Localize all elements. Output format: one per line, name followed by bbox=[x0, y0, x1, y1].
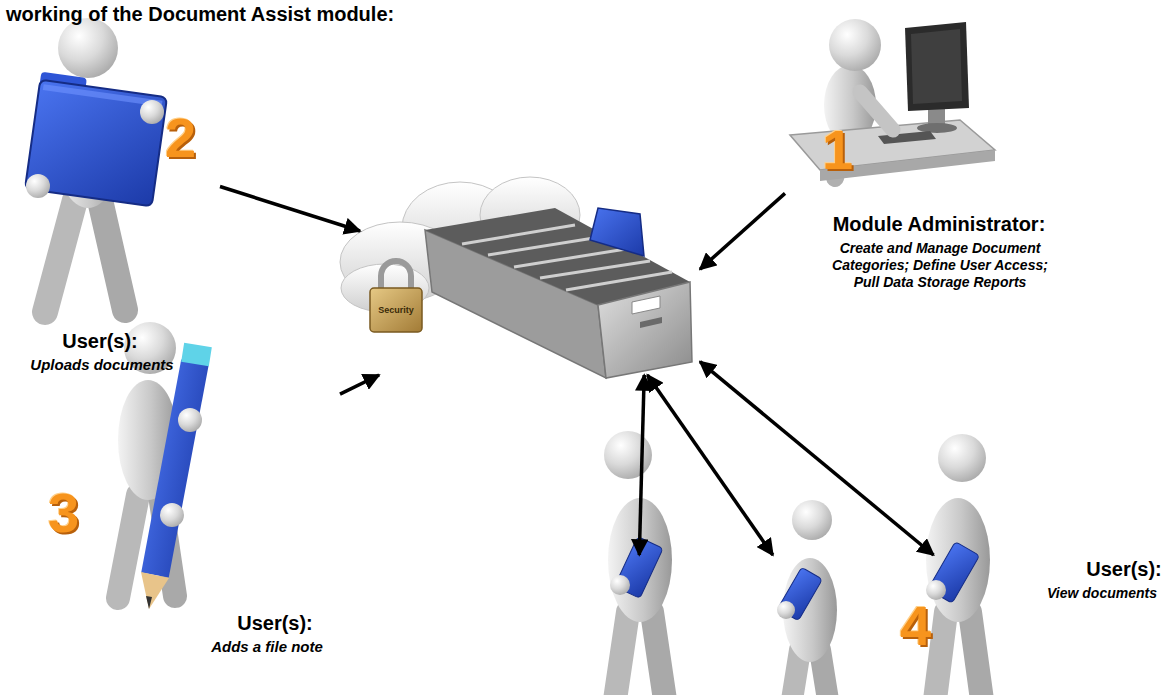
administrator-node: 1Module Administrator: Create and Manage … bbox=[785, 15, 1055, 325]
text-slot: Security bbox=[372, 305, 420, 315]
role-heading: Module Administrator: bbox=[825, 213, 1053, 236]
connector-arrow bbox=[700, 362, 934, 555]
text-slot: User(s): bbox=[1080, 558, 1168, 581]
role-description: Uploads documents bbox=[12, 356, 192, 373]
role-heading: User(s): bbox=[15, 330, 185, 353]
administrator-figure bbox=[790, 19, 995, 181]
document-store: Security bbox=[360, 195, 700, 375]
role-heading: User(s): bbox=[220, 612, 330, 635]
callout-number: 1 bbox=[822, 122, 872, 178]
role-heading: User(s): bbox=[1080, 558, 1168, 581]
diagram-title: working of the Document Assist module: bbox=[6, 3, 394, 26]
connector-arrow bbox=[647, 375, 772, 555]
role-description: View documents bbox=[1036, 585, 1168, 602]
connector-arrow bbox=[340, 375, 379, 394]
text-slot: User(s): bbox=[220, 612, 330, 635]
text-slot: 1 bbox=[822, 122, 872, 178]
callout-number: 3 bbox=[48, 485, 98, 541]
viewer-figures bbox=[604, 431, 990, 695]
connector-arrow bbox=[639, 375, 644, 555]
text-slot: Adds a file note bbox=[196, 638, 338, 655]
uploader-figure bbox=[25, 18, 168, 312]
text-slot: Uploads documents bbox=[12, 356, 192, 373]
text-slot: 2 bbox=[165, 110, 215, 166]
text-slot: View documents bbox=[1036, 585, 1168, 602]
callout-number: 4 bbox=[900, 598, 950, 654]
role-description: Create and Manage Document Categories; D… bbox=[830, 240, 1050, 290]
role-description: Adds a file note bbox=[196, 638, 338, 655]
connector-arrow bbox=[220, 187, 360, 232]
viewers-node: 4 User(s): View documents bbox=[570, 555, 1170, 693]
uploader-node: 2User(s): Uploads documents bbox=[10, 15, 220, 387]
text-slot: 3 bbox=[48, 485, 98, 541]
connector-arrow bbox=[700, 193, 785, 269]
text-slot: User(s): bbox=[15, 330, 185, 353]
text-slot: 4 bbox=[900, 598, 950, 654]
text-slot: Module Administrator: bbox=[825, 213, 1053, 236]
lock-label: Security bbox=[372, 305, 420, 315]
file-cabinet bbox=[340, 177, 692, 378]
callout-number: 2 bbox=[165, 110, 215, 166]
text-slot: Create and Manage Document Categories; D… bbox=[830, 240, 1050, 290]
